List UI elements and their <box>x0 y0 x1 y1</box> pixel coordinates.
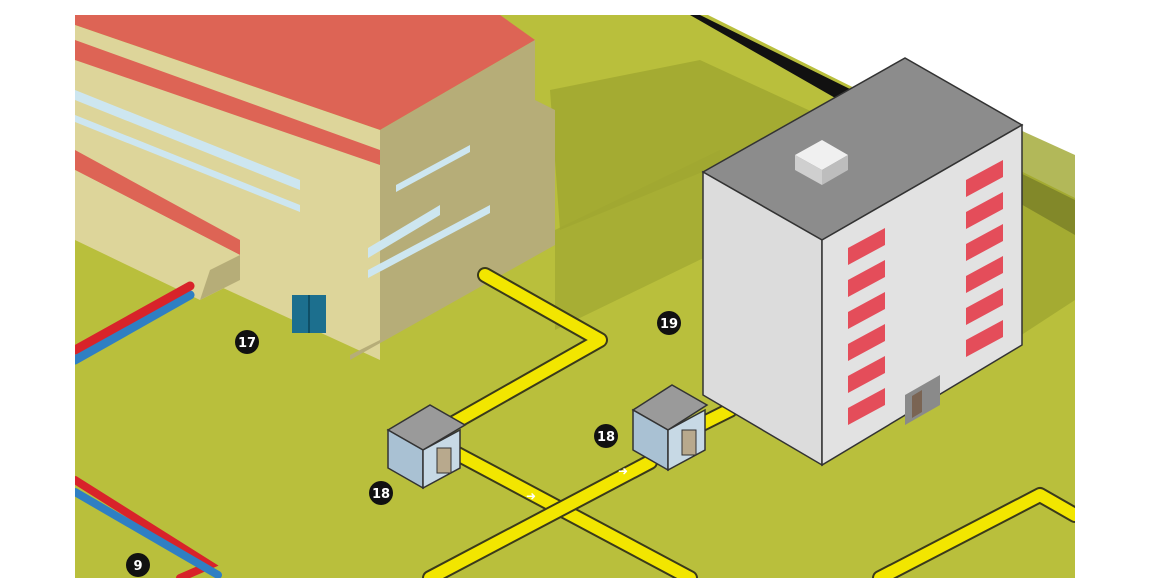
factory-shadow-2 <box>555 150 720 330</box>
heating-pipes-upper <box>75 281 195 365</box>
marker-18b: 18 <box>369 481 393 505</box>
roof-unit <box>795 140 848 185</box>
marker-19: 19 <box>657 311 681 335</box>
balconies-right <box>966 160 1003 357</box>
svg-text:18: 18 <box>597 430 615 445</box>
balconies-left <box>848 228 885 425</box>
svg-text:9: 9 <box>133 559 142 574</box>
svg-text:19: 19 <box>660 317 678 332</box>
heating-pipes-lower <box>75 476 222 578</box>
marker-18a: 18 <box>594 424 618 448</box>
regulator-station-left <box>386 404 467 490</box>
gas-pipe-network <box>422 267 1075 578</box>
flow-arrow-icon: ➜ <box>618 464 628 478</box>
factory-shadow <box>550 60 830 230</box>
apartment-door <box>905 375 940 425</box>
factory-building <box>75 15 555 360</box>
regulator-station-right <box>631 384 709 472</box>
svg-text:17: 17 <box>238 336 256 351</box>
flow-arrow-icon: ➜ <box>526 489 536 503</box>
svg-text:18: 18 <box>372 487 390 502</box>
marker-17: 17 <box>235 330 259 354</box>
apartment-building <box>701 57 1024 467</box>
marker-9: 9 <box>126 553 150 577</box>
